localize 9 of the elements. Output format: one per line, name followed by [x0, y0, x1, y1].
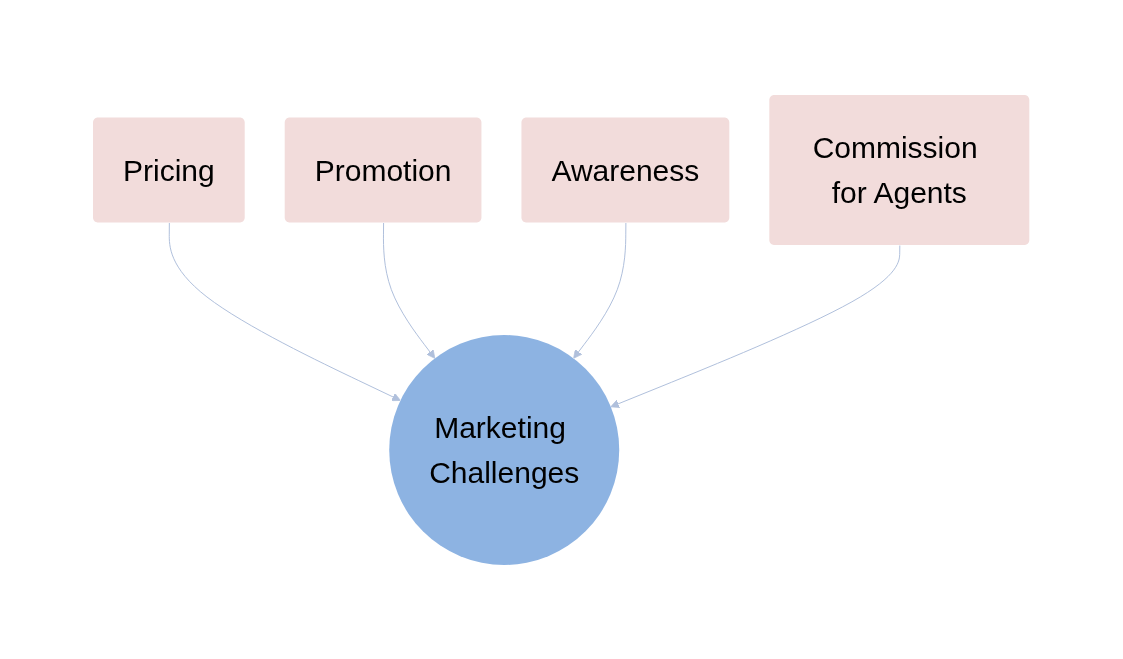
arrow: [383, 222, 436, 359]
arrow: [573, 222, 627, 359]
node-box: Pricing: [93, 117, 246, 222]
arrow: [610, 244, 901, 408]
arrow: [169, 222, 402, 401]
node-box: Awareness: [521, 117, 730, 222]
node-circle: Marketing Challenges: [389, 334, 620, 565]
node-box: Commission for Agents: [769, 94, 1030, 245]
node-box: Promotion: [285, 117, 482, 222]
